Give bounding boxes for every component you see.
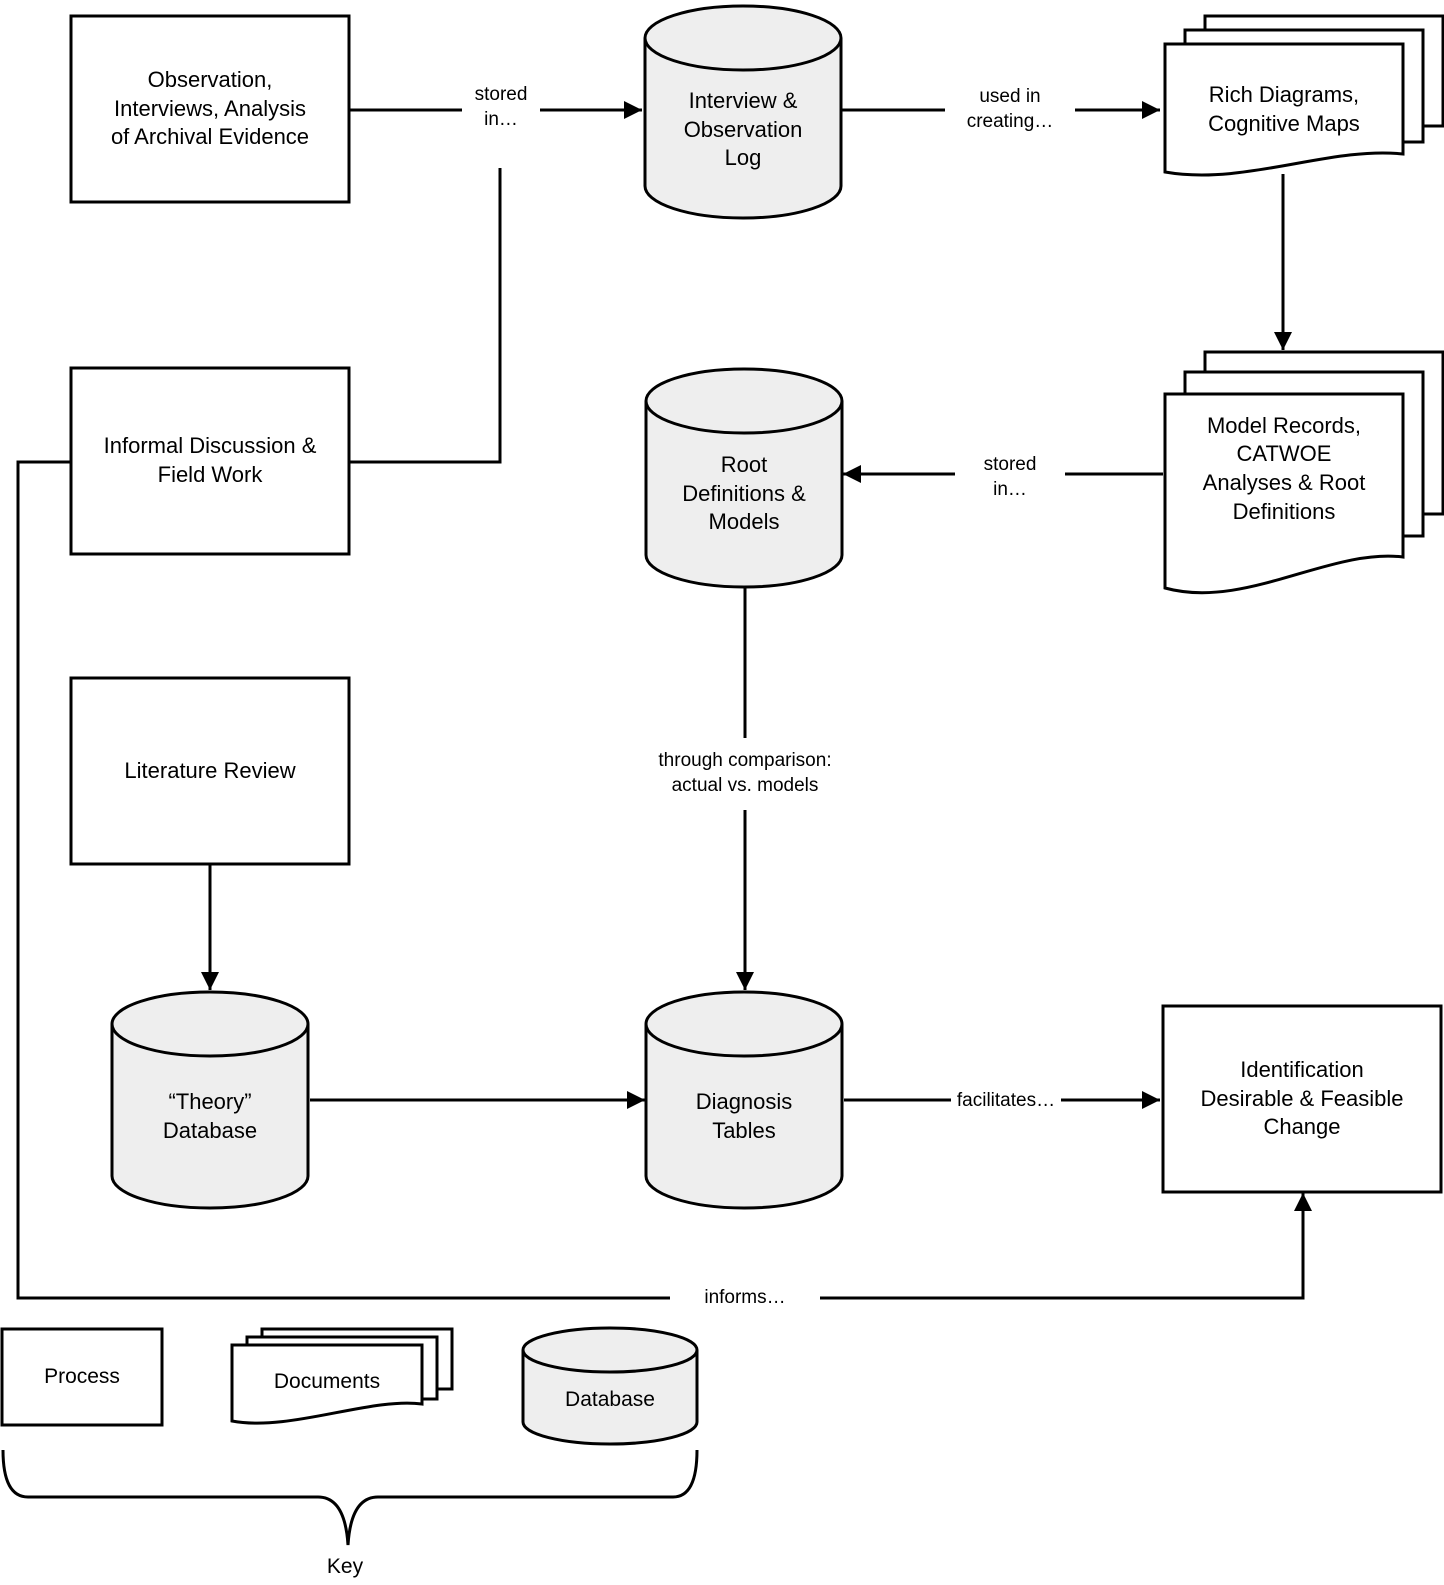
edge-label-stored-in-1: stored in… [462, 82, 540, 134]
key-documents-shape [230, 1327, 454, 1425]
interview-log-label: Interview & Observation Log [683, 88, 803, 171]
key-documents-label: Documents [273, 1370, 381, 1394]
database-interview-log [643, 4, 843, 220]
database-diagnosis [644, 990, 844, 1210]
process-informal-box [69, 366, 351, 556]
connector-informal-to-identification [16, 460, 1312, 1300]
rich-diagrams-label: Rich Diagrams, Cognitive Maps [1208, 82, 1360, 136]
literature-label: Literature Review [124, 757, 296, 783]
database-theory [110, 990, 310, 1210]
process-identification-box [1161, 1004, 1443, 1194]
informal-label: Informal Discussion & Field Work [103, 433, 317, 487]
database-root-definitions [644, 367, 844, 589]
key-title: Key [326, 1555, 364, 1579]
key-brace [1, 1449, 699, 1546]
key-database-shape [521, 1326, 699, 1446]
diagnosis-label: Diagnosis Tables [695, 1089, 793, 1143]
documents-rich-diagrams [1163, 14, 1444, 177]
observation-label: Observation, Interviews, Analysis of Arc… [110, 67, 310, 150]
edge-label-used-in-creating: used in creating… [945, 84, 1075, 136]
key-process-label: Process [44, 1365, 120, 1389]
documents-model-records [1163, 350, 1444, 595]
root-definitions-label: Root Definitions & Models [682, 452, 806, 535]
process-observation-box [69, 14, 351, 204]
key-database-label: Database [565, 1388, 655, 1412]
model-records-label: Model Records, CATWOE Analyses & Root De… [1202, 412, 1366, 524]
key-process-shape [0, 1327, 164, 1427]
edge-label-stored-in-2: stored in… [955, 452, 1065, 504]
connector-informal-to-log [349, 168, 502, 464]
theory-db-label: “Theory” Database [162, 1089, 258, 1143]
edge-label-informs: informs… [670, 1284, 820, 1312]
process-literature-box [69, 676, 351, 866]
edge-label-facilitates: facilitates… [951, 1088, 1061, 1114]
identification-label: Identification Desirable & Feasible Chan… [1200, 1057, 1404, 1140]
edge-label-through-comparison: through comparison: actual vs. models [640, 738, 850, 810]
